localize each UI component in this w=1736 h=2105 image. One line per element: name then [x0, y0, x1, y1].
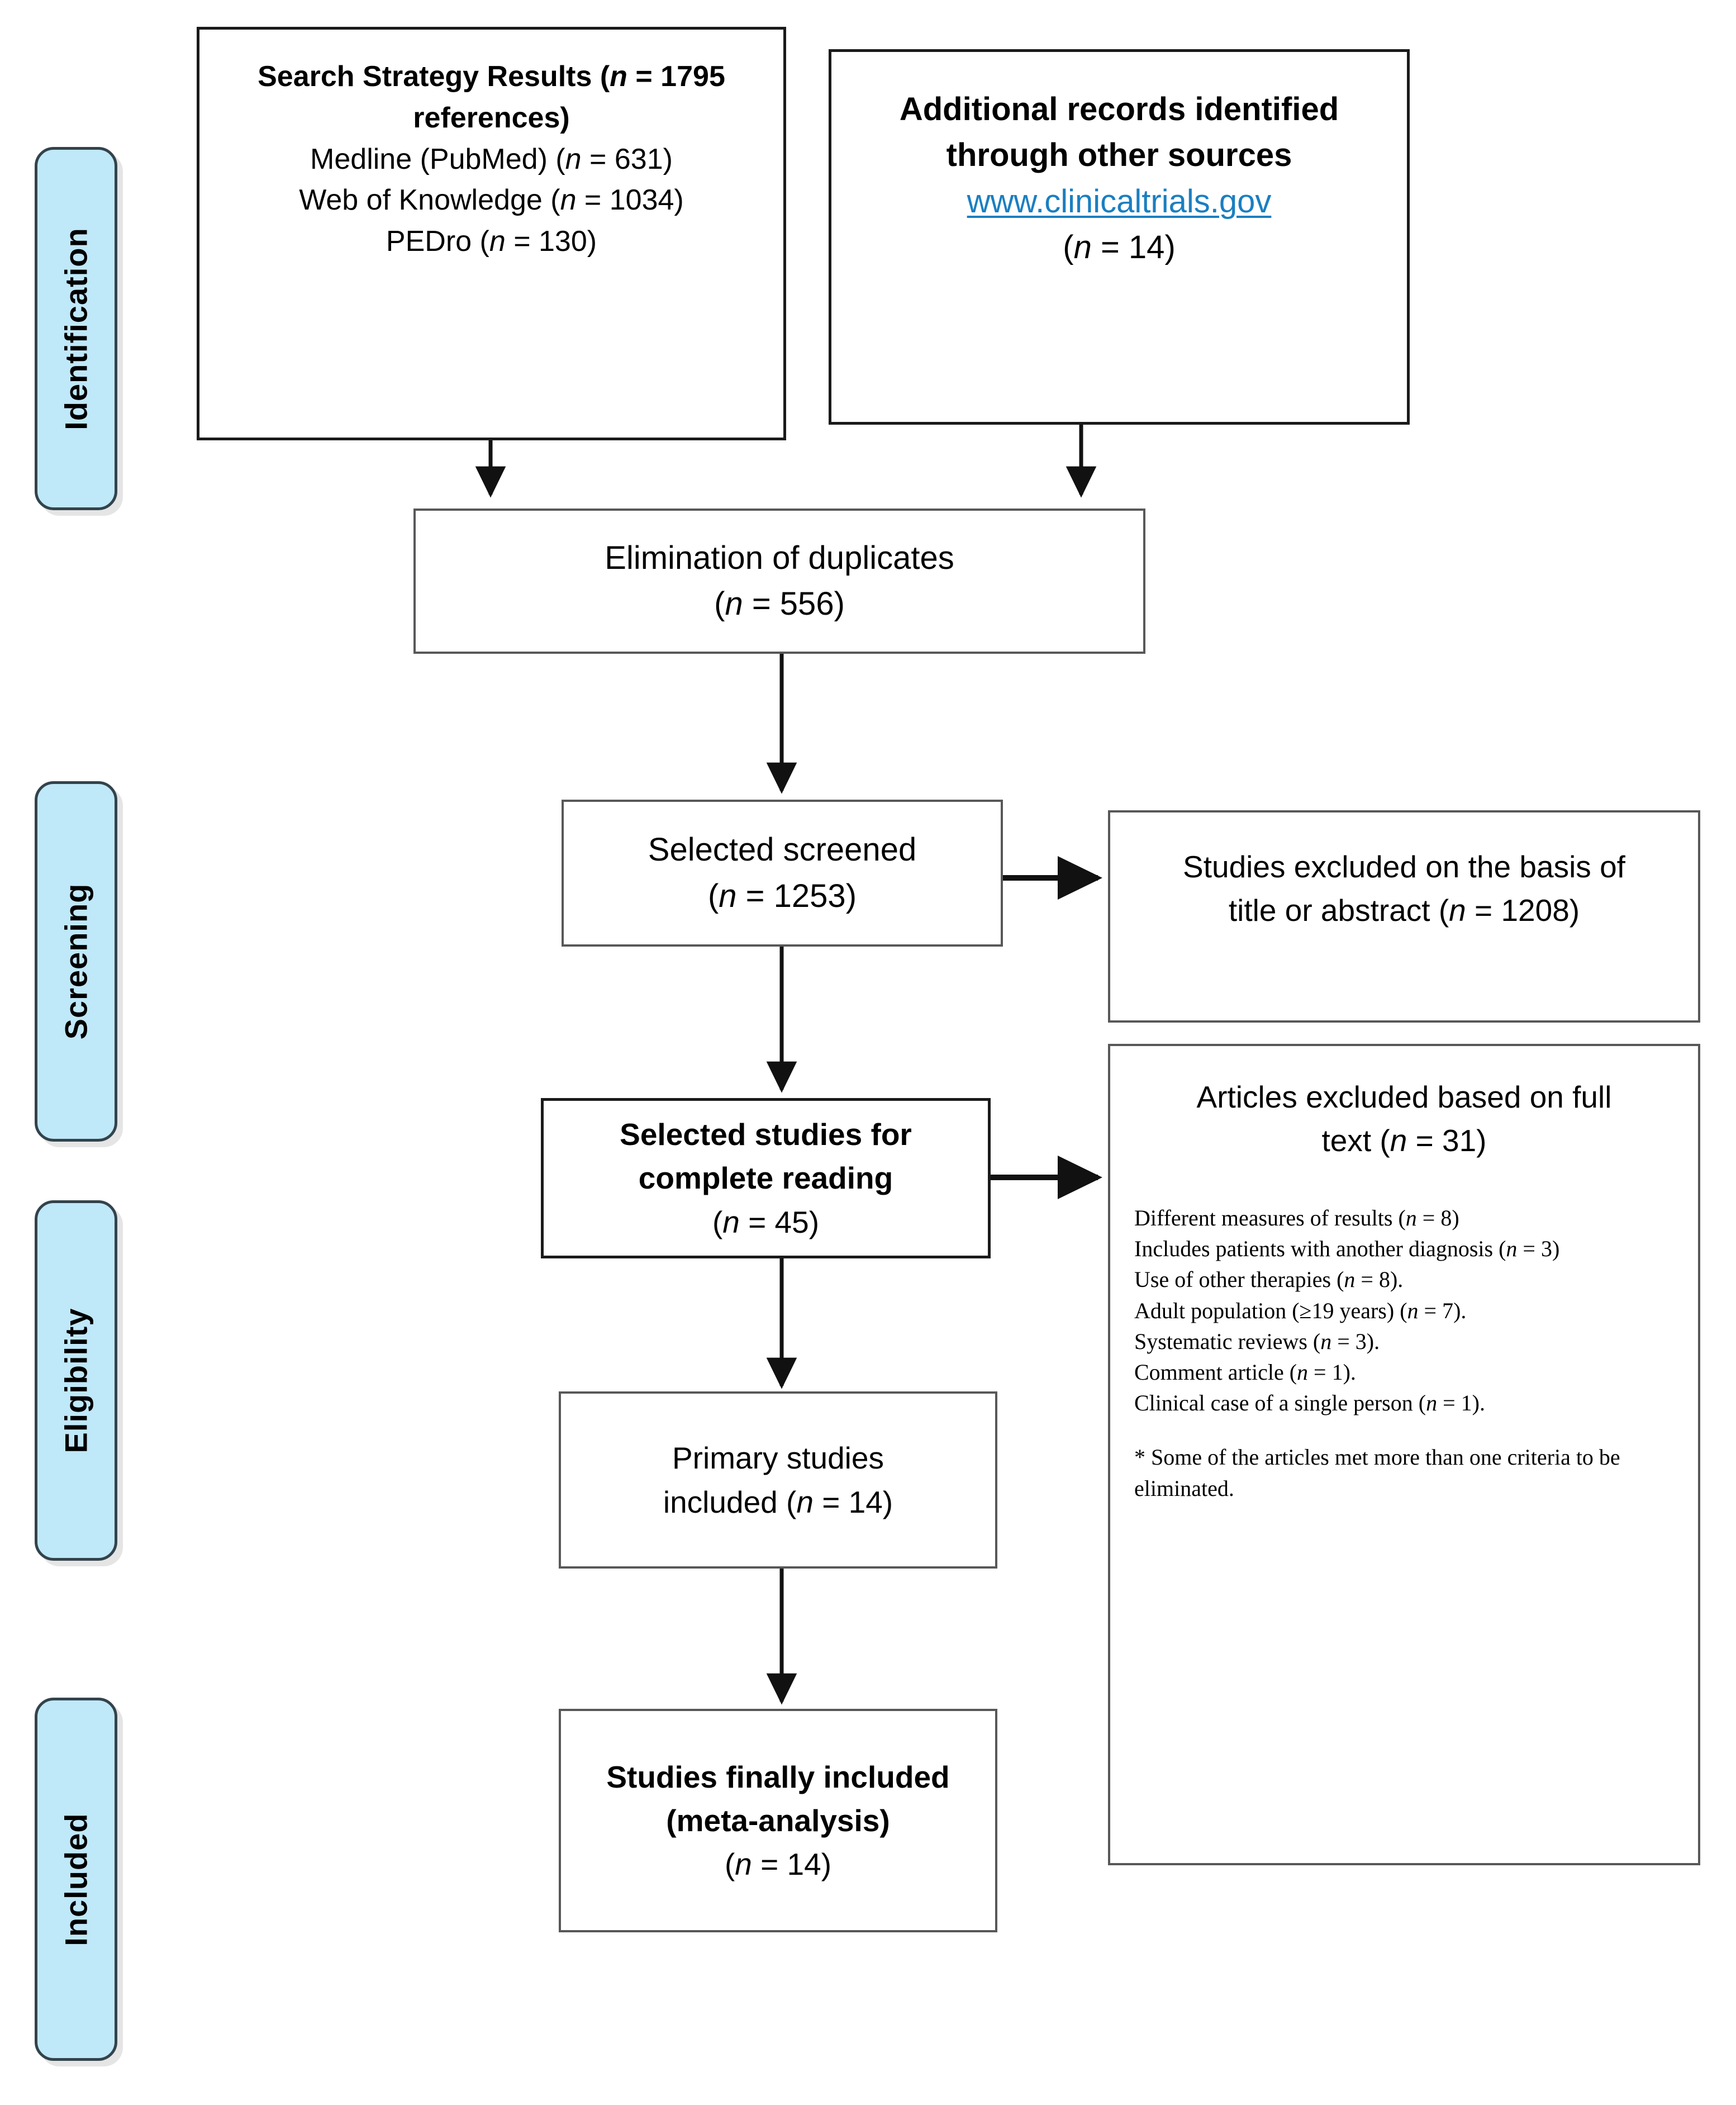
clinicaltrials-link[interactable]: www.clinicaltrials.gov — [967, 183, 1272, 220]
exclusion-reason-7: Clinical case of a single person (n = 1)… — [1134, 1390, 1485, 1416]
box-elimination-of-duplicates: Elimination of duplicates (n = 556) — [413, 509, 1145, 654]
additional-records-line-1: Additional records identified — [899, 91, 1339, 127]
box-primary-studies-included: Primary studies included (n = 14) — [559, 1391, 997, 1569]
excluded-full-text-line-2: text (n = 31) — [1321, 1123, 1487, 1158]
excluded-full-text-line-1: Articles excluded based on full — [1196, 1080, 1612, 1114]
exclusion-reason-2: Includes patients with another diagnosis… — [1134, 1236, 1560, 1262]
stage-label-included-text: Included — [58, 1812, 94, 1946]
final-included-count: (n = 14) — [724, 1847, 832, 1882]
box-excluded-full-text: Articles excluded based on full text (n … — [1108, 1044, 1700, 1865]
complete-reading-line-1: Selected studies for — [620, 1117, 912, 1152]
elimination-of-duplicates-label: Elimination of duplicates — [605, 539, 954, 576]
exclusion-reason-1: Different measures of results (n = 8) — [1134, 1205, 1459, 1230]
selected-screened-count: (n = 1253) — [707, 877, 857, 914]
exclusion-reason-5: Systematic reviews (n = 3). — [1134, 1328, 1380, 1354]
search-strategy-source-pedro: PEDro (n = 130) — [386, 225, 597, 258]
additional-records-count: (n = 14) — [1063, 229, 1176, 266]
complete-reading-line-2: complete reading — [638, 1161, 893, 1196]
box-additional-records: Additional records identified through ot… — [829, 49, 1410, 425]
box-search-strategy-results: Search Strategy Results (n = 1795 refere… — [197, 27, 786, 440]
exclusion-reasons-list: Different measures of results (n = 8) In… — [1134, 1203, 1685, 1504]
primary-studies-line-2: included (n = 14) — [663, 1484, 893, 1519]
exclusion-list-spacer — [1134, 1418, 1685, 1442]
selected-screened-label: Selected screened — [648, 831, 917, 868]
final-included-line-2: (meta-analysis) — [666, 1803, 890, 1838]
excluded-title-abstract-line-1: Studies excluded on the basis of — [1183, 849, 1625, 884]
excluded-title-abstract-line-2: title or abstract (n = 1208) — [1228, 893, 1580, 928]
stage-label-identification: Identification — [35, 147, 117, 510]
final-included-line-1: Studies finally included — [606, 1759, 950, 1794]
box-excluded-title-abstract: Studies excluded on the basis of title o… — [1108, 810, 1700, 1023]
exclusion-footnote: * Some of the articles met more than one… — [1134, 1444, 1620, 1501]
exclusion-reason-6: Comment article (n = 1). — [1134, 1359, 1356, 1385]
complete-reading-count: (n = 45) — [712, 1204, 820, 1239]
box-selected-screened: Selected screened (n = 1253) — [562, 800, 1003, 947]
box-studies-finally-included: Studies finally included (meta-analysis)… — [559, 1709, 997, 1932]
additional-records-line-2: through other sources — [946, 137, 1292, 174]
stage-label-screening: Screening — [35, 781, 117, 1142]
search-strategy-source-web-of-knowledge: Web of Knowledge (n = 1034) — [299, 184, 684, 217]
exclusion-reason-3: Use of other therapies (n = 8). — [1134, 1267, 1404, 1293]
stage-label-eligibility: Eligibility — [35, 1200, 117, 1561]
exclusion-reason-4: Adult population (≥19 years) (n = 7). — [1134, 1298, 1467, 1323]
elimination-of-duplicates-count: (n = 556) — [714, 586, 845, 622]
search-strategy-line-1: Search Strategy Results (n = 1795 — [258, 60, 725, 93]
search-strategy-line-2: references) — [413, 101, 570, 134]
stage-label-eligibility-text: Eligibility — [58, 1308, 94, 1453]
stage-label-screening-text: Screening — [58, 883, 94, 1040]
primary-studies-line-1: Primary studies — [672, 1441, 884, 1476]
box-selected-studies-complete-reading: Selected studies for complete reading (n… — [541, 1098, 991, 1258]
stage-label-included: Included — [35, 1698, 117, 2061]
search-strategy-source-medline: Medline (PubMed) (n = 631) — [310, 142, 673, 175]
stage-label-identification-text: Identification — [58, 227, 94, 430]
